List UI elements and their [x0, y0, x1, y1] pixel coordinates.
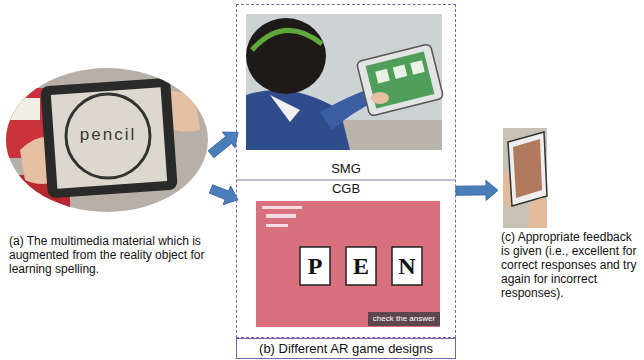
headband [252, 30, 322, 50]
check-button [368, 312, 440, 326]
hand [528, 198, 547, 228]
tablet-frame [508, 132, 547, 206]
reality-object-photo [0, 60, 215, 220]
screen-text-bar [266, 224, 288, 227]
screen-tile [375, 69, 390, 84]
block-arrow [456, 180, 498, 200]
tablet-screen [513, 139, 542, 198]
block-arrow [208, 132, 238, 158]
cgb-panel: CGB [238, 182, 454, 330]
hair [246, 18, 326, 94]
screen-tile [410, 60, 425, 75]
node-text: (c) Appropriate feedback is given (i.e.,… [501, 230, 639, 300]
letter-tile-text: P [300, 247, 330, 285]
node-text: SMG [238, 162, 454, 176]
block-arrow [209, 185, 238, 205]
node-text: (b) Different AR game designs [236, 338, 456, 359]
photo-ground [503, 128, 547, 228]
marker-circle [66, 94, 150, 178]
photo-ground [0, 60, 215, 220]
material-panel: (a) The multimedia material which is aug… [5, 66, 211, 298]
marker-word: pencil [68, 124, 148, 146]
cgb-screen [256, 201, 440, 327]
game-design-group: (b) Different AR game designs SMG CGB [236, 4, 456, 360]
screen-tile [393, 64, 408, 79]
card-box-label [10, 98, 40, 120]
letter-tile-text: N [392, 247, 422, 285]
hand [371, 92, 389, 104]
label-holder: pencil [68, 124, 148, 146]
label-holder: E [346, 247, 376, 285]
separator-line [237, 180, 455, 181]
tablet-frame [356, 44, 443, 117]
smg-photo [246, 14, 444, 150]
label-holder: P [300, 247, 330, 285]
button-label: check the answer [368, 312, 440, 326]
feedback-photo [503, 128, 547, 228]
screen-text-bar [262, 206, 302, 209]
feedback-panel: (c) Appropriate feedback is given (i.e.,… [498, 124, 642, 319]
label-holder: check the answer [368, 312, 440, 326]
node-text: (a) The multimedia material which is aug… [9, 234, 209, 276]
label-holder: N [392, 247, 422, 285]
tablet-frame [40, 78, 177, 199]
screen-text-bar [266, 214, 296, 218]
photo-ground [246, 14, 442, 150]
letter-tile [300, 247, 330, 285]
tablet-screen [366, 51, 435, 108]
screen-ground [256, 201, 440, 327]
node-text: CGB [238, 182, 454, 196]
collar [270, 95, 300, 122]
tablet-screen [51, 87, 167, 188]
letter-tile [346, 247, 376, 285]
letter-tile [392, 247, 422, 285]
smg-panel: SMG [238, 10, 454, 180]
letter-tile-text: E [346, 247, 376, 285]
